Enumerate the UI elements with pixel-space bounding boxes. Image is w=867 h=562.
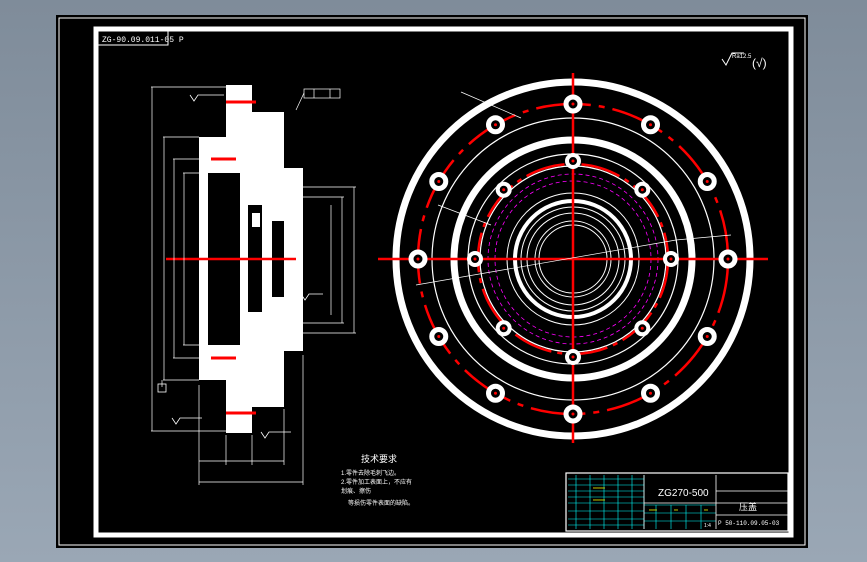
corner-code: ZG-90.09.011-05 P	[102, 36, 184, 45]
bolt-center	[571, 412, 575, 416]
tech-line-4: 等损伤零件表面的缺陷。	[348, 499, 414, 507]
tech-line-1: 1.零件去除毛刺飞边。	[341, 469, 400, 477]
bolt-center	[494, 123, 497, 127]
section-view	[151, 85, 356, 485]
bolt-center	[494, 391, 497, 395]
scale: 1:4	[704, 523, 711, 529]
svg-text:xxxx: xxxx	[649, 507, 657, 512]
bolt-center	[502, 326, 506, 330]
tech-line-3: 划痕、擦伤	[341, 487, 371, 495]
svg-text:xx: xx	[704, 507, 708, 512]
surface-other: (√)	[752, 56, 767, 70]
bolt-center	[649, 391, 652, 395]
drawing-frame	[93, 26, 794, 538]
surface-roughness-note: Ra12.5 (√)	[721, 52, 767, 70]
tech-line-2: 2.零件加工表面上，不应有	[341, 478, 412, 486]
model: ZG270-500	[658, 488, 709, 499]
tech-title: 技术要求	[361, 453, 397, 464]
bolt-center	[502, 188, 506, 192]
bolt-center	[571, 102, 575, 106]
drawing-no: P 50-110.09.05-03	[718, 520, 780, 527]
bolt-center	[705, 180, 709, 183]
svg-text:xxxxxx: xxxxxx	[593, 497, 605, 502]
bolt-center	[705, 335, 709, 338]
svg-text:xx: xx	[674, 507, 678, 512]
bolt-center	[571, 355, 575, 359]
drawing-canvas: ZG-90.09.011-05 P Ra12.5 (√)	[58, 17, 806, 546]
bolt-center	[416, 257, 420, 261]
bolt-center	[437, 335, 441, 338]
bolt-center	[640, 188, 644, 192]
tech-requirements: 技术要求 1.零件去除毛刺飞边。 2.零件加工表面上，不应有 划痕、擦伤 等损伤…	[341, 453, 414, 507]
svg-text:Ra12.5: Ra12.5	[732, 54, 752, 60]
bolt-center	[473, 257, 477, 261]
outer-border	[58, 17, 806, 546]
cad-viewport[interactable]: ZG-90.09.011-05 P Ra12.5 (√)	[56, 15, 808, 548]
part-name: 压盖	[739, 501, 757, 512]
bolt-center	[649, 123, 652, 127]
bolt-center	[669, 257, 673, 261]
bolt-center	[726, 257, 730, 261]
svg-text:xxxxxx: xxxxxx	[593, 485, 605, 490]
bolt-center	[640, 326, 644, 330]
front-view	[378, 73, 768, 443]
bolt-center	[571, 159, 575, 163]
title-block: xxxxxx xxxxxx xxxx xx xx ZG270-500 压盖 P …	[565, 472, 789, 532]
corner-code-box	[97, 30, 169, 46]
bolt-center	[437, 180, 441, 183]
